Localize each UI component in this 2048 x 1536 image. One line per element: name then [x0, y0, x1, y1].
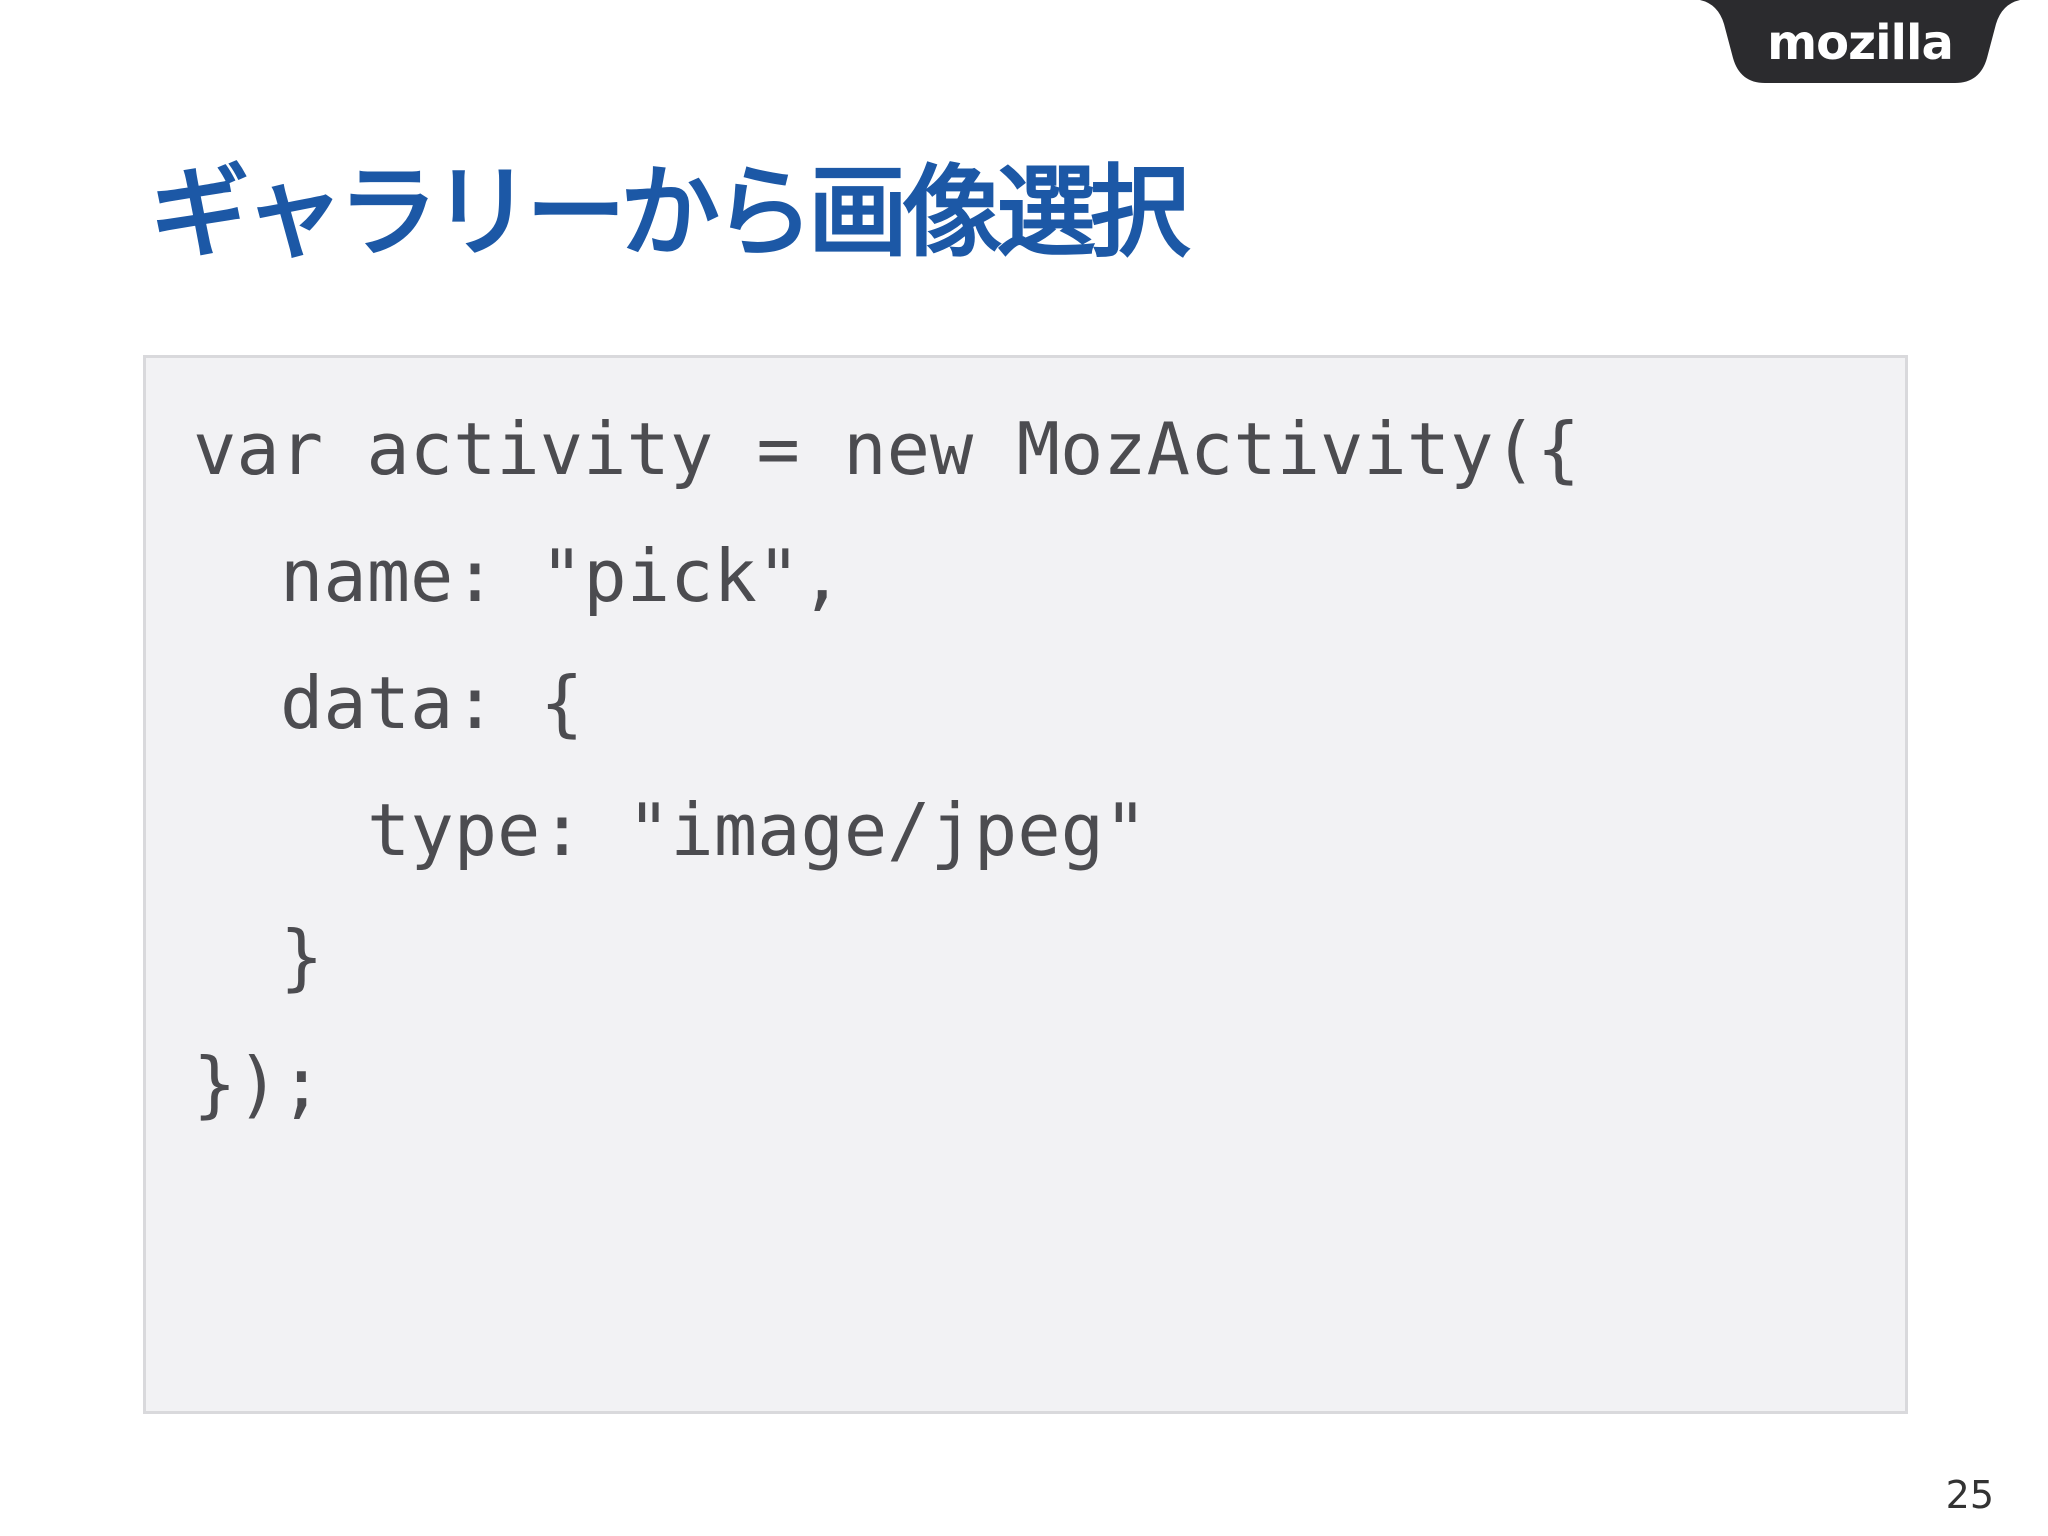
mozilla-logo-text: mozilla [1767, 15, 1954, 71]
code-panel: var activity = new MozActivity({ name: "p… [143, 355, 1908, 1414]
code-block: var activity = new MozActivity({ name: "p… [193, 386, 1580, 1148]
code-line-6: }); [193, 1042, 324, 1126]
page-number: 25 [1945, 1473, 1994, 1517]
code-line-4: type: "image/jpeg" [367, 788, 1148, 872]
code-line-3: data: { [280, 661, 584, 745]
mozilla-logo: mozilla [1700, 0, 2020, 83]
mozilla-logo-tab-shape [1700, 0, 2020, 83]
slide-title: ギャラリーから画像選択 [150, 154, 1190, 271]
code-line-2: name: "pick", [280, 534, 844, 618]
code-line-1: var activity = new MozActivity({ [193, 407, 1581, 491]
code-line-5: } [280, 915, 324, 999]
